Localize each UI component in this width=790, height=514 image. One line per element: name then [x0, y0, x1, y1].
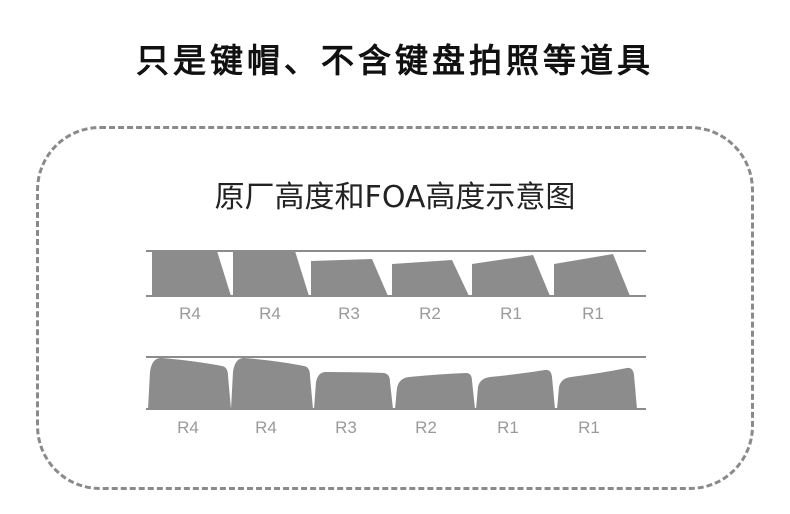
row-label: R3	[335, 418, 357, 437]
row-label: R3	[338, 304, 360, 323]
row-label: R2	[419, 304, 441, 323]
row-label: R1	[497, 418, 519, 437]
diagram-title: 原厂高度和FOA高度示意图	[214, 180, 576, 215]
keycap	[392, 260, 469, 296]
row-label: R4	[255, 418, 277, 437]
keycap	[395, 373, 475, 409]
keycap	[311, 259, 388, 296]
keycap	[152, 251, 231, 296]
row-label: R4	[259, 304, 281, 323]
headline: 只是键帽、不含键盘拍照等道具	[136, 41, 654, 80]
keycap	[472, 255, 550, 296]
row-label: R1	[578, 418, 600, 437]
row-label: R4	[177, 418, 199, 437]
profile-original: R4 R4 R3 R2 R1 R1	[146, 250, 646, 323]
keycap	[554, 254, 630, 296]
dashed-frame	[36, 126, 754, 490]
keycap	[314, 372, 393, 409]
keycap	[476, 369, 555, 409]
keycap	[557, 367, 637, 409]
keycap	[148, 357, 231, 409]
keycap	[233, 251, 309, 296]
row-label: R1	[500, 304, 522, 323]
row-label: R4	[179, 304, 201, 323]
keycap	[231, 357, 313, 409]
row-label: R1	[582, 304, 604, 323]
profile-foa: R4 R4 R3 R2 R1 R1	[146, 356, 646, 437]
row-label: R2	[415, 418, 437, 437]
